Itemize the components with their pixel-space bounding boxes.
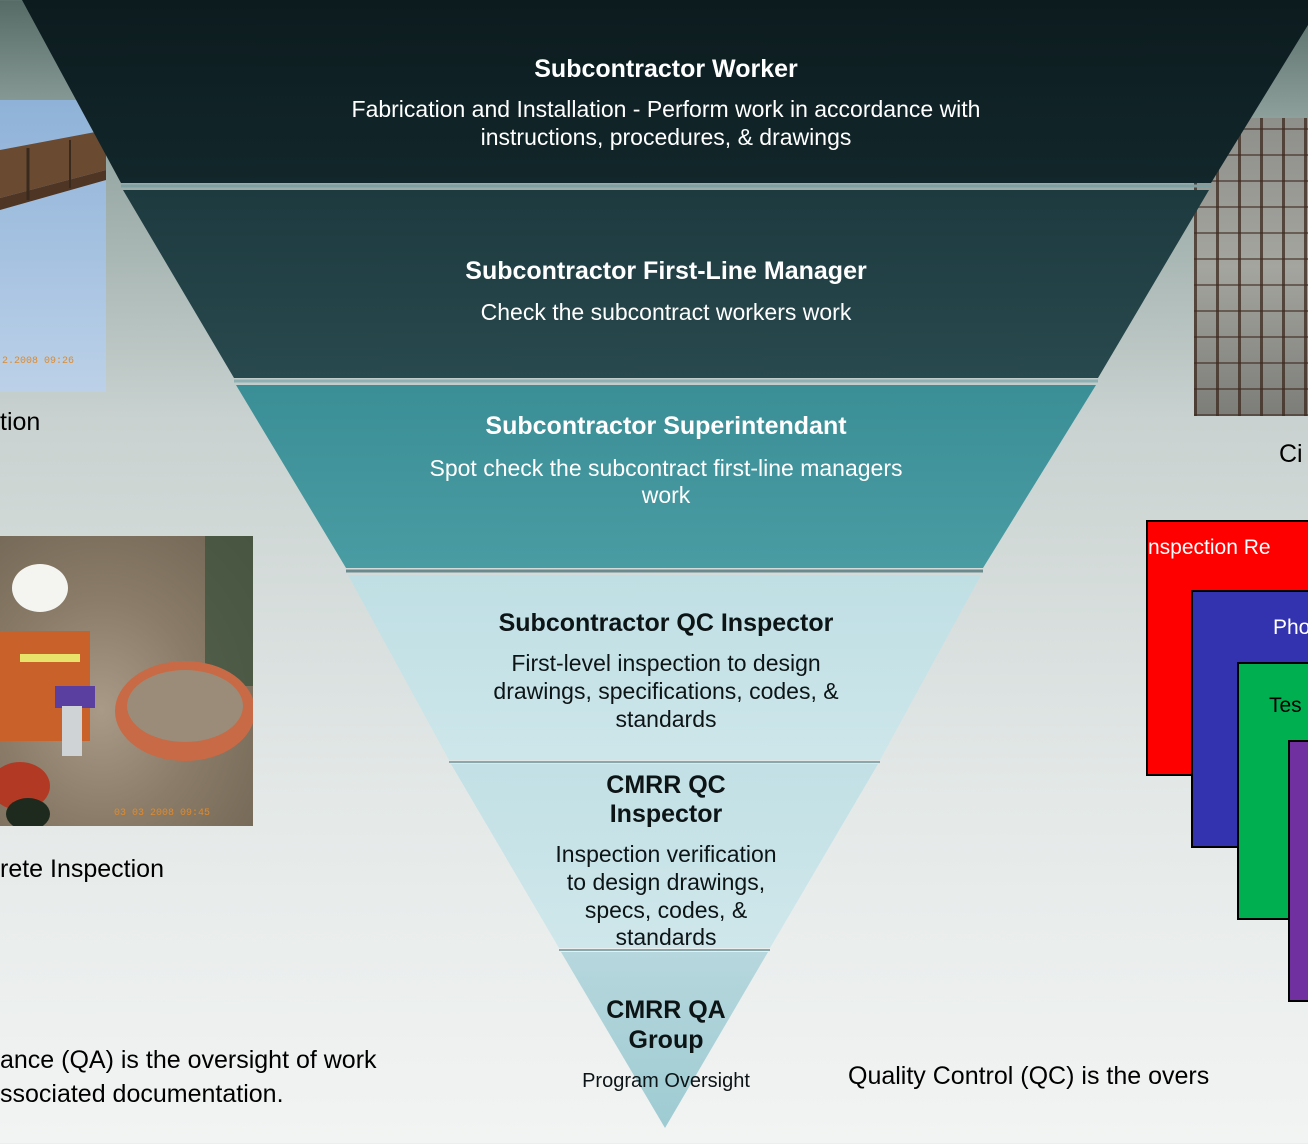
- qa-definition-line-1: ance (QA) is the oversight of work: [0, 1046, 377, 1074]
- level-6-title: CMRR QA: [606, 996, 725, 1024]
- level-3-title: Subcontractor Superintendant: [485, 412, 847, 440]
- level-5-title: Inspector: [610, 800, 723, 828]
- level-5-desc: specs, codes, &: [585, 897, 747, 923]
- steel-beam-shape: [0, 130, 106, 210]
- test-record-label: Tes: [1269, 694, 1302, 717]
- pyramid-level-3-band: [236, 385, 1096, 568]
- concrete-inspection-caption: rete Inspection: [0, 855, 164, 883]
- level-5-desc: to design drawings,: [567, 869, 765, 895]
- level-3-desc: Spot check the subcontract first-line ma…: [429, 455, 902, 481]
- level-4-title: Subcontractor QC Inspector: [499, 609, 834, 637]
- inspection-report-label: nspection Re: [1148, 536, 1271, 559]
- steel-beam-photo: 2.2008 09:26: [0, 100, 106, 392]
- pyramid-level-2-band: [123, 190, 1209, 378]
- photo-record-label: Pho: [1273, 616, 1308, 639]
- level-5-desc: Inspection verification: [555, 841, 776, 867]
- level-4-desc: drawings, specifications, codes, &: [493, 678, 838, 704]
- concrete-inspection-photo: 03 03 2008 09:45: [0, 536, 253, 826]
- level-5-title: CMRR QC: [606, 771, 725, 799]
- level-2-desc: Check the subcontract workers work: [481, 299, 852, 325]
- level-5-desc: standards: [615, 924, 716, 950]
- fourth-record-card: [1288, 740, 1308, 1002]
- level-4-desc: First-level inspection to design: [511, 650, 820, 676]
- pyramid-level-1-band: [22, 0, 1308, 183]
- civil-inspection-caption: Ci: [1279, 440, 1303, 468]
- level-6-title: Group: [629, 1026, 704, 1054]
- qa-definition-line-2: ssociated documentation.: [0, 1080, 284, 1108]
- level-1-desc: instructions, procedures, & drawings: [481, 124, 852, 150]
- qc-definition-text: Quality Control (QC) is the overs: [848, 1062, 1210, 1090]
- level-6-desc: Program Oversight: [582, 1070, 750, 1092]
- inspection-caption-left-top: tion: [0, 408, 41, 436]
- level-1-title: Subcontractor Worker: [534, 55, 798, 83]
- pyramid-level-5-band: [451, 764, 878, 948]
- pyramid-level-4-band: [348, 575, 981, 760]
- level-2-title: Subcontractor First-Line Manager: [465, 257, 867, 285]
- pyramid-level-6-band: [561, 952, 768, 1128]
- level-3-desc: work: [641, 482, 691, 508]
- level-4-desc: standards: [615, 706, 716, 732]
- photo-date-stamp: 03 03 2008 09:45: [114, 808, 211, 819]
- photo-date-stamp: 2.2008 09:26: [2, 356, 75, 367]
- level-1-desc: Fabrication and Installation - Perform w…: [352, 96, 981, 122]
- concrete-scene: [0, 536, 253, 826]
